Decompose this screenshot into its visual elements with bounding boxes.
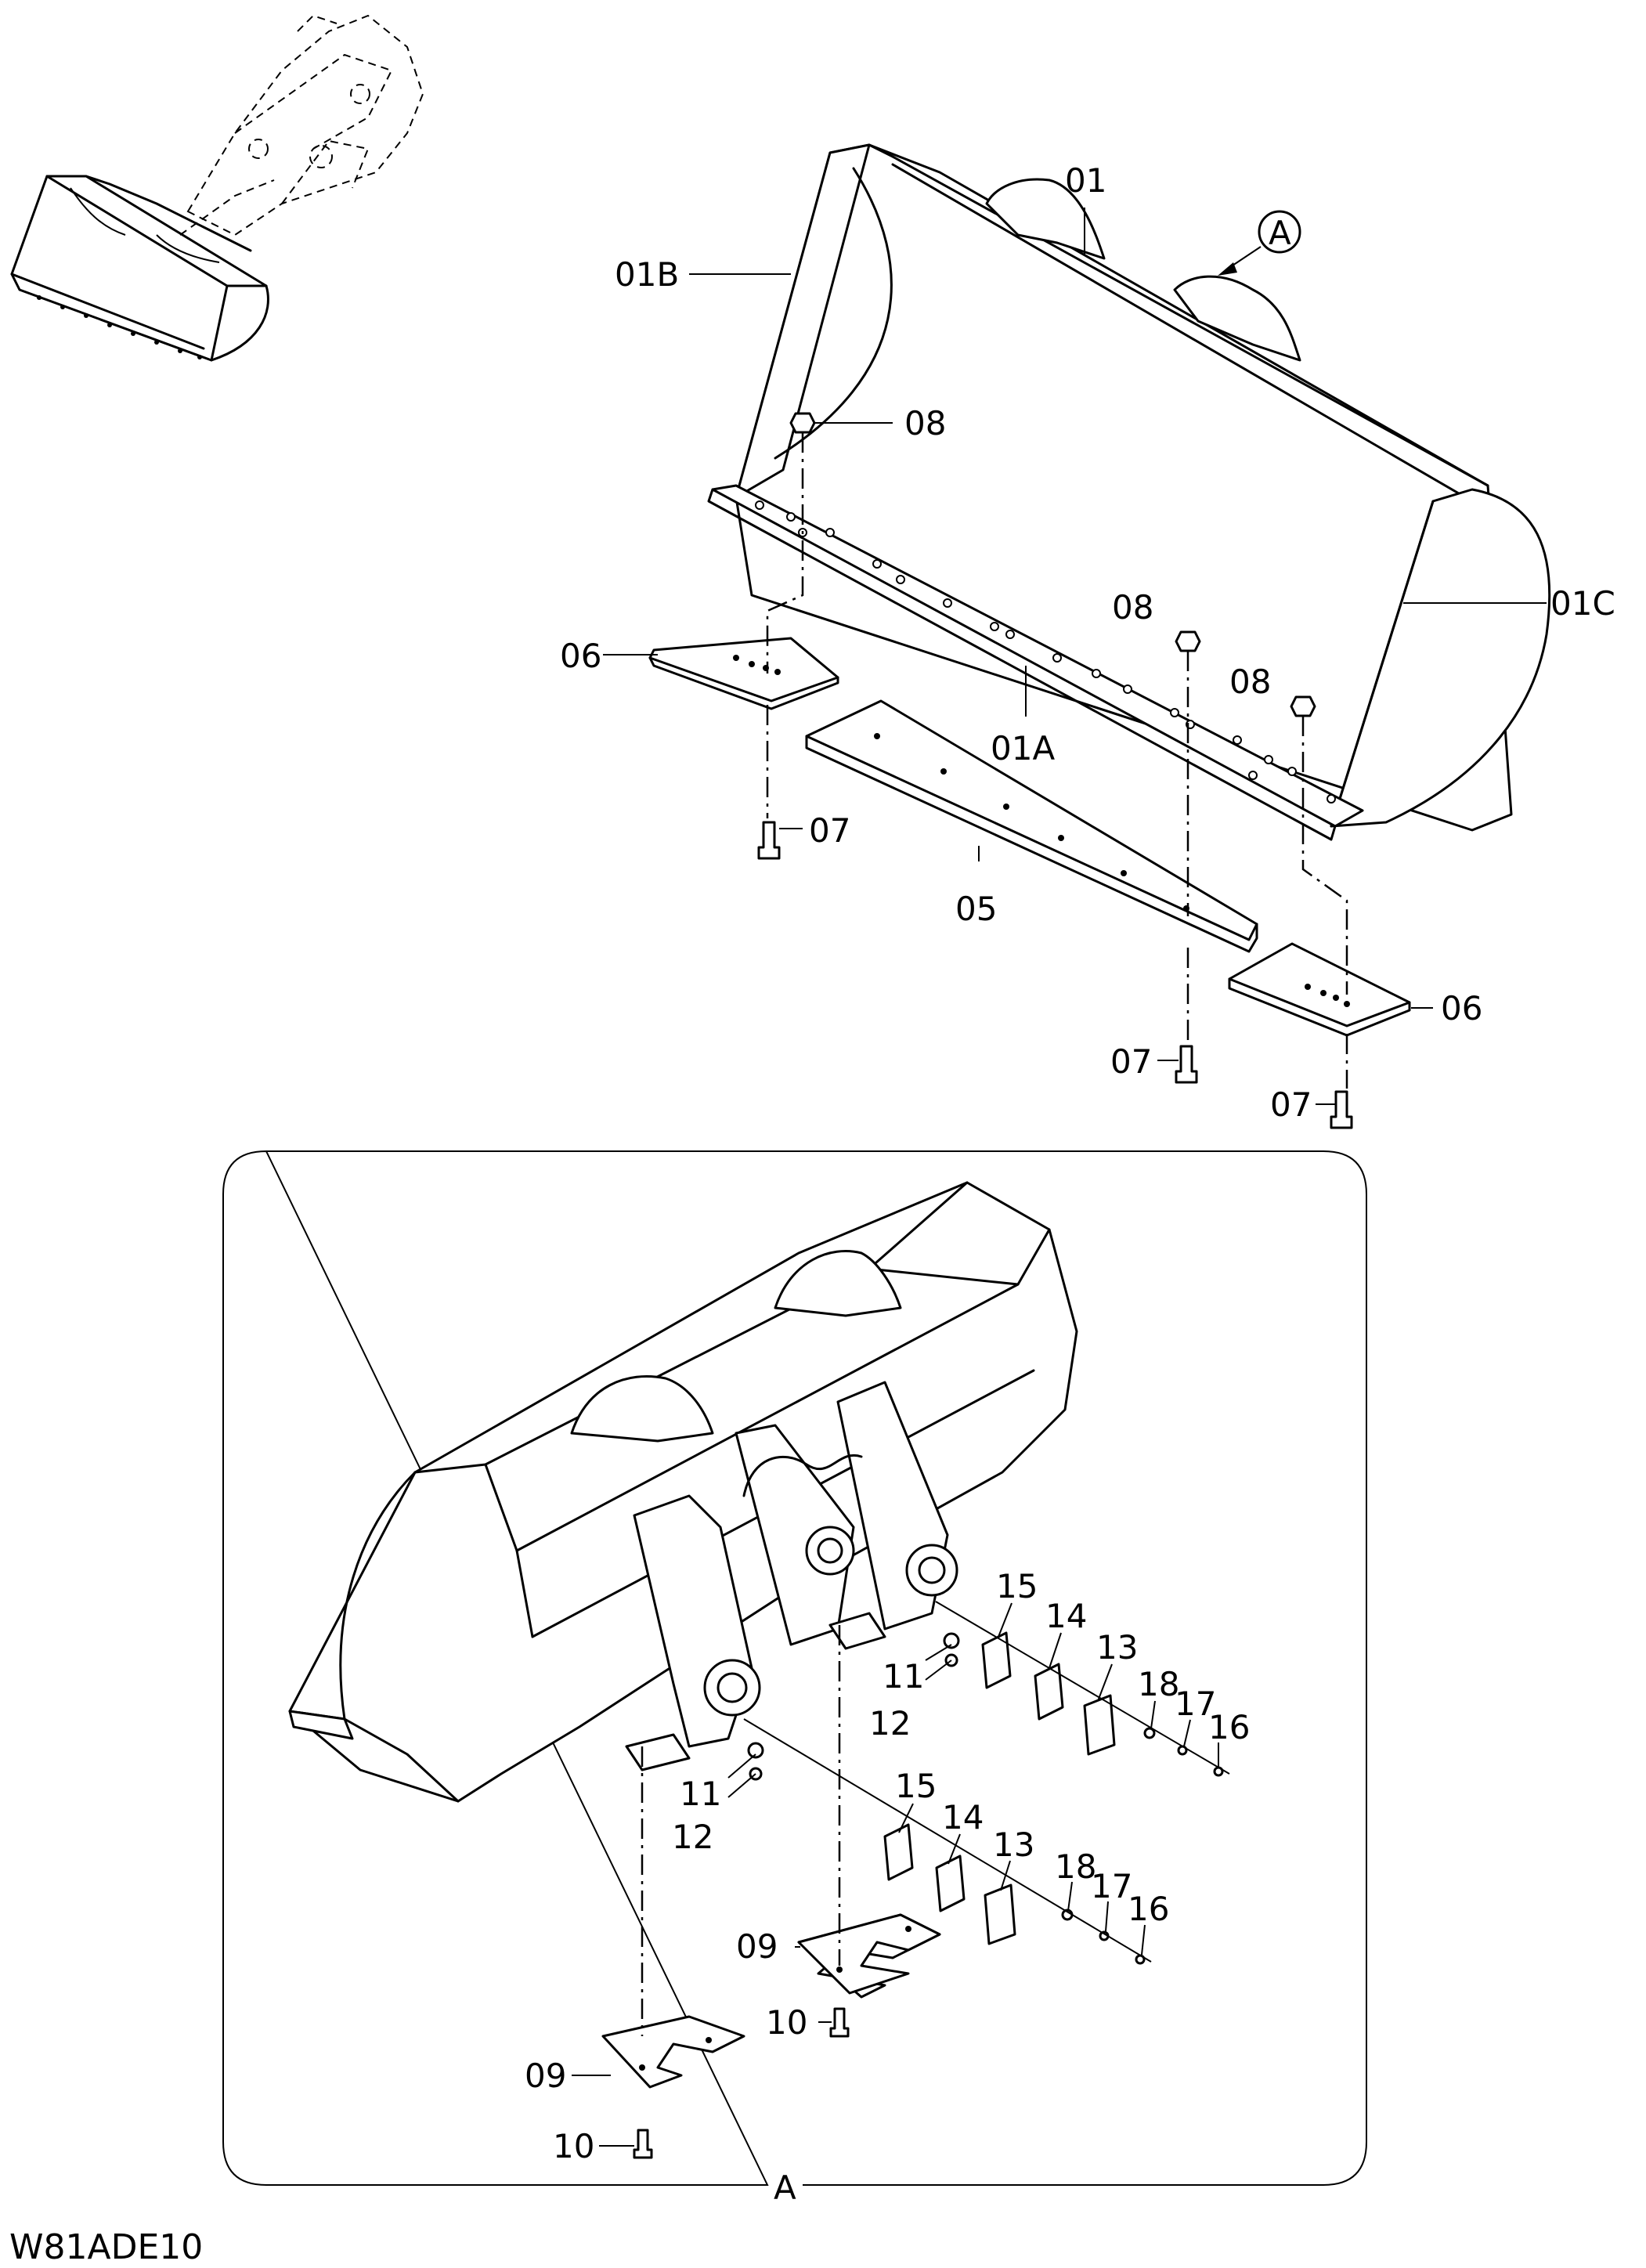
callout-17-upper: 17 <box>1175 1685 1216 1723</box>
callout-09-upper: 09 <box>736 1927 778 1966</box>
callout-15-upper: 15 <box>996 1567 1038 1605</box>
loader-overview <box>10 14 424 362</box>
callout-08-mid: 08 <box>1112 588 1153 627</box>
callout-09-lower: 09 <box>525 2057 566 2095</box>
callout-05: 05 <box>955 890 997 928</box>
callout-12-lower: 12 <box>672 1818 713 1856</box>
callout-06-right: 06 <box>1441 989 1482 1027</box>
callout-12-upper: 12 <box>869 1704 911 1743</box>
detail-view-a <box>222 1150 1367 2186</box>
callout-16-lower: 16 <box>1128 1890 1169 1928</box>
callout-01a: 01A <box>991 729 1055 767</box>
callout-08-right: 08 <box>1229 663 1271 701</box>
callout-18-upper: 18 <box>1138 1665 1179 1703</box>
callout-13-lower: 13 <box>993 1826 1034 1864</box>
drawing-code: W81ADE10 <box>9 2227 203 2267</box>
bucket-assembly: A <box>603 143 1551 1129</box>
callout-06-left: 06 <box>560 637 601 675</box>
callout-16-upper: 16 <box>1208 1708 1250 1746</box>
callout-17-lower: 17 <box>1091 1867 1132 1905</box>
callout-10-upper: 10 <box>766 2003 807 2042</box>
callout-11-upper: 11 <box>883 1657 924 1696</box>
callout-11-lower: 11 <box>680 1775 721 1813</box>
callout-14-upper: 14 <box>1045 1597 1087 1635</box>
callout-08-left: 08 <box>904 404 946 442</box>
callout-07-right: 07 <box>1270 1085 1312 1124</box>
callout-18-lower: 18 <box>1055 1847 1096 1886</box>
cutting-edge-holes <box>755 500 1336 804</box>
view-a-marker: A <box>1269 214 1291 252</box>
callout-10-lower: 10 <box>553 2127 594 2165</box>
callout-15-lower: 15 <box>895 1767 937 1805</box>
callout-13-upper: 13 <box>1096 1628 1138 1667</box>
callout-01: 01 <box>1065 161 1106 200</box>
callout-01b: 01B <box>615 255 679 294</box>
callout-14-lower: 14 <box>942 1798 984 1836</box>
callout-01c: 01C <box>1550 584 1615 623</box>
callout-07-mid: 07 <box>1110 1042 1152 1081</box>
view-a-caption: A <box>774 2169 796 2207</box>
callout-labels: 01 01B 08 01C 08 08 06 01A 07 05 06 07 0… <box>9 161 1615 2267</box>
callout-07-left: 07 <box>809 811 850 850</box>
